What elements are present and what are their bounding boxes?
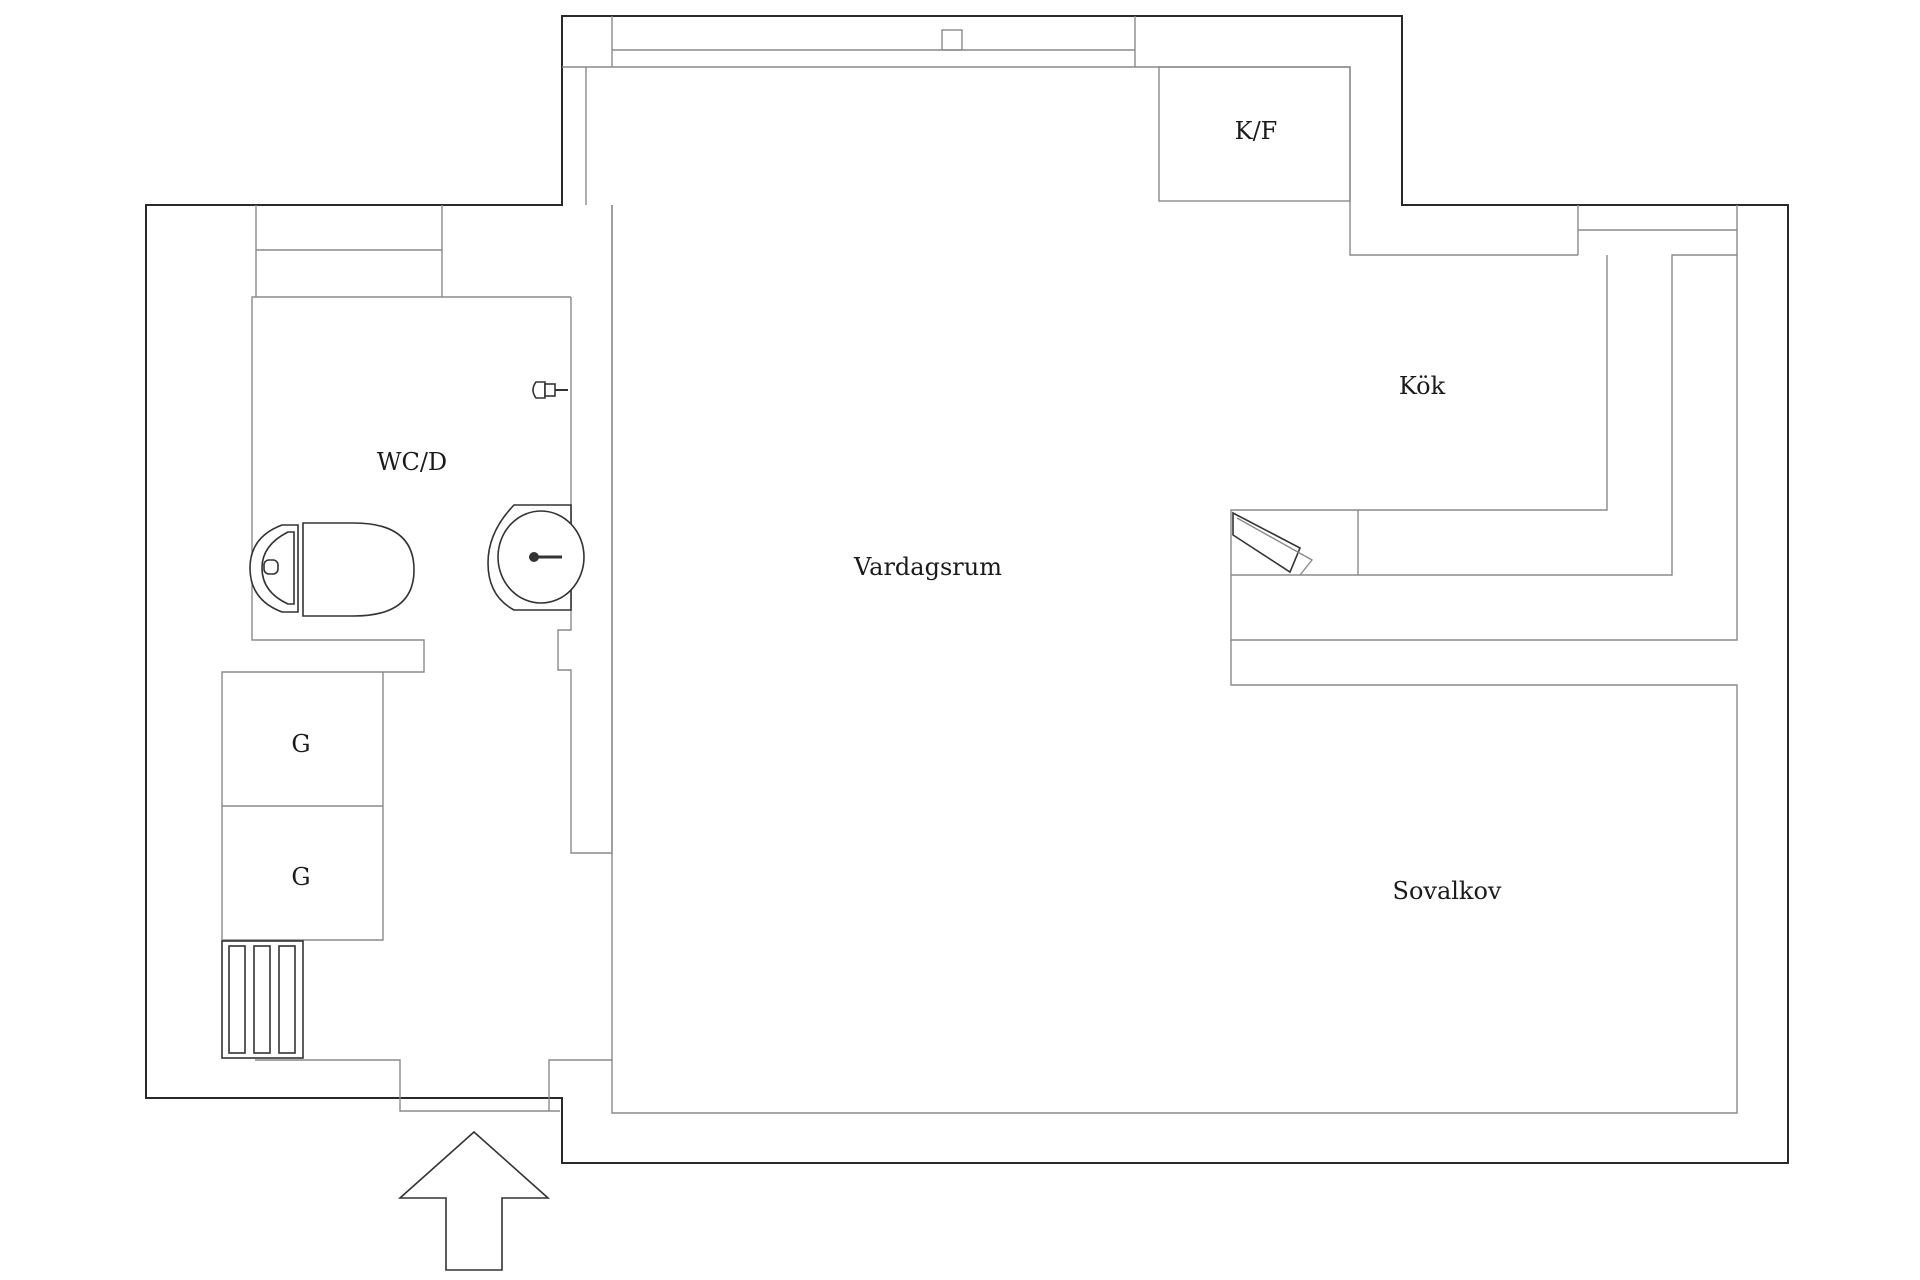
room-label-kok: Kök xyxy=(1399,372,1446,400)
room-label-g-lower: G xyxy=(291,863,310,891)
stove-icon xyxy=(1232,511,1314,576)
room-label-g-upper: G xyxy=(291,730,310,758)
shower-icon xyxy=(532,381,568,399)
radiator-icon xyxy=(221,940,304,1059)
partition-walls xyxy=(221,205,613,941)
room-label-wcd: WC/D xyxy=(377,448,447,476)
sink-icon xyxy=(487,504,585,611)
room-label-vardagsrum: Vardagsrum xyxy=(853,553,1002,581)
entrance-arrow-icon xyxy=(397,1130,551,1271)
room-label-sovalkov: Sovalkov xyxy=(1393,877,1502,905)
room-label-kf: K/F xyxy=(1235,117,1278,145)
toilet-icon xyxy=(249,522,415,617)
kitchen-counter xyxy=(1230,254,1738,641)
kf-cabinet xyxy=(1158,66,1351,202)
